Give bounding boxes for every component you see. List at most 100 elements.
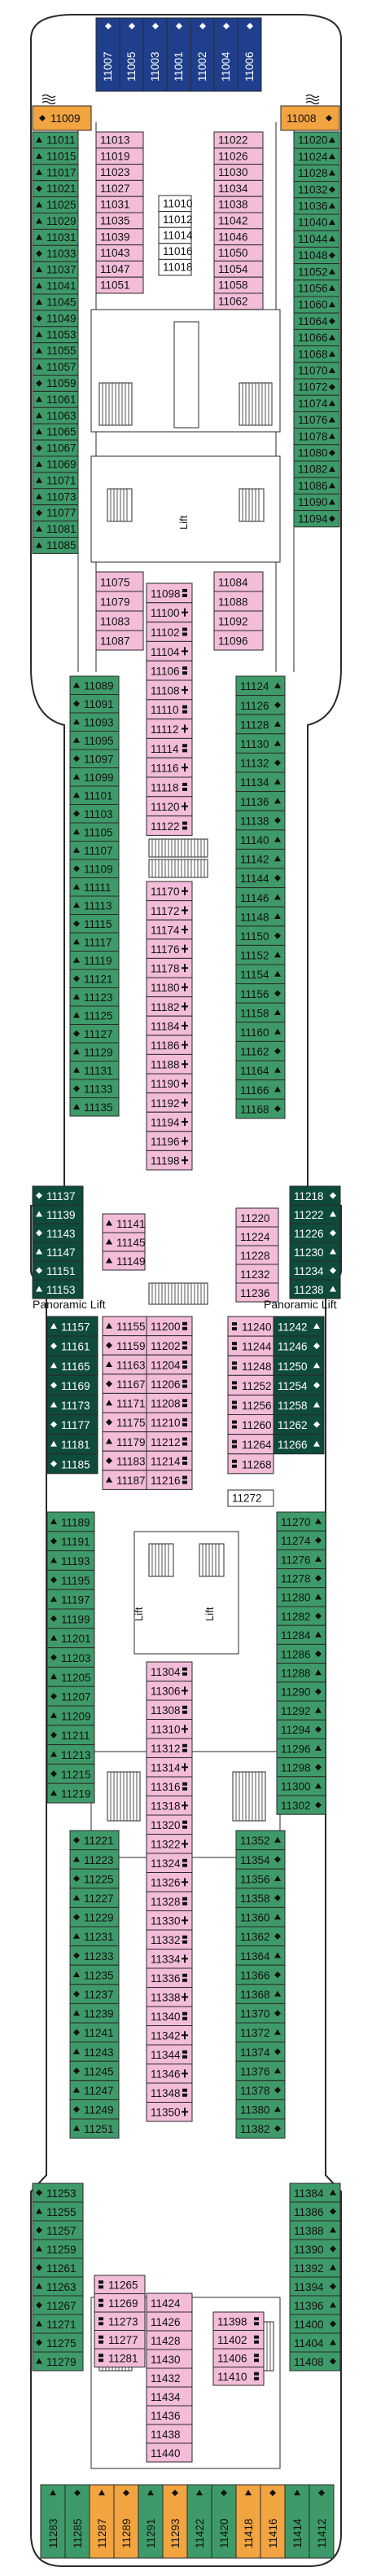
diamond-icon xyxy=(50,1382,57,1389)
cabin-11007[interactable] xyxy=(95,17,120,92)
cabin-number: 11218 xyxy=(294,1190,324,1202)
cabin-11418[interactable] xyxy=(235,2484,261,2559)
cabin-11293[interactable] xyxy=(162,2484,188,2559)
cabin-11002[interactable] xyxy=(190,17,215,92)
cabin-number: 11216 xyxy=(151,1475,181,1487)
cabin-11096[interactable] xyxy=(213,630,264,651)
cabin-number: 11068 xyxy=(298,348,328,360)
triangle-icon xyxy=(315,1707,322,1713)
cabin-11122[interactable] xyxy=(146,815,193,836)
cabin-11018[interactable] xyxy=(158,258,192,276)
cabin-number: 11184 xyxy=(151,1020,180,1032)
cabin-number: 11149 xyxy=(116,1255,146,1268)
cabin-11216[interactable] xyxy=(146,1470,193,1490)
cabin-11412[interactable] xyxy=(309,2484,335,2559)
diamond-icon xyxy=(73,755,80,763)
cabin-11157[interactable] xyxy=(46,1316,98,1337)
cabin-number: 11143 xyxy=(46,1228,76,1240)
cabin-11422[interactable] xyxy=(186,2484,212,2559)
cabin-number: 11032 xyxy=(298,183,328,196)
cabin-11279[interactable] xyxy=(32,2351,84,2372)
cabin-11075[interactable] xyxy=(95,571,144,592)
cabin-number: 11360 xyxy=(240,1912,270,1924)
cabin-11272[interactable] xyxy=(227,1489,274,1507)
cabin-11094[interactable] xyxy=(293,510,340,528)
cabin-number: 11021 xyxy=(46,182,77,195)
cabin-11410[interactable] xyxy=(212,2367,265,2386)
triangle-icon xyxy=(73,939,80,945)
cabin-number: 11229 xyxy=(84,1912,114,1924)
cabin-number: 11071 xyxy=(46,474,77,486)
triangle-icon xyxy=(36,412,42,419)
cabin-number: 11118 xyxy=(151,781,179,793)
cabin-11004[interactable] xyxy=(213,17,239,92)
diamond-icon xyxy=(176,23,182,29)
cabin-11083[interactable] xyxy=(95,610,144,631)
triangle-icon xyxy=(50,1596,57,1602)
cabin-11238[interactable] xyxy=(289,1279,341,1299)
cabin-11256[interactable] xyxy=(227,1394,274,1416)
cabin-11165[interactable] xyxy=(46,1355,98,1376)
triangle-icon xyxy=(36,1211,42,1217)
cabin-number: 11191 xyxy=(61,1536,90,1548)
cabin-11408[interactable] xyxy=(289,2351,341,2372)
cabin-11008[interactable] xyxy=(280,105,340,131)
cabin-11262[interactable] xyxy=(273,1414,325,1435)
cabin-11153[interactable] xyxy=(32,1279,84,1299)
triangle-icon xyxy=(313,1362,320,1369)
cabin-11005[interactable] xyxy=(119,17,144,92)
cabin-11416[interactable] xyxy=(260,2484,286,2559)
cabin-11001[interactable] xyxy=(166,17,191,92)
cabin-11420[interactable] xyxy=(211,2484,237,2559)
cabin-11291[interactable] xyxy=(138,2484,164,2559)
cabin-number: 11121 xyxy=(84,973,113,985)
cabin-11287[interactable] xyxy=(89,2484,115,2559)
cabin-11236[interactable] xyxy=(235,1282,279,1303)
cabin-11006[interactable] xyxy=(237,17,262,92)
cabin-number: 11206 xyxy=(151,1378,181,1391)
cabin-11168[interactable] xyxy=(235,1098,286,1119)
cabin-11302[interactable] xyxy=(276,1795,326,1815)
cabin-11062[interactable] xyxy=(213,292,264,310)
diamond-icon xyxy=(274,1894,281,1901)
cabin-11440[interactable] xyxy=(146,2442,193,2463)
cabin-11181[interactable] xyxy=(46,1434,98,1455)
cabin-11135[interactable] xyxy=(69,1097,120,1117)
cabin-11219[interactable] xyxy=(46,1783,95,1804)
cabin-11084[interactable] xyxy=(213,571,264,592)
cabin-11244[interactable] xyxy=(227,1335,274,1356)
cabin-11382[interactable] xyxy=(235,2118,286,2139)
bed-icon xyxy=(182,782,187,791)
cabin-11003[interactable] xyxy=(142,17,168,92)
cabin-11251[interactable] xyxy=(69,2118,120,2139)
cabin-number: 11312 xyxy=(151,1743,181,1755)
cabin-number: 11370 xyxy=(240,2008,270,2020)
connecting-icon xyxy=(182,1993,188,2002)
connecting-icon xyxy=(182,1040,188,1049)
cabin-11173[interactable] xyxy=(46,1394,98,1416)
cabin-11414[interactable] xyxy=(284,2484,310,2559)
cabin-11079[interactable] xyxy=(95,591,144,612)
cabin-11087[interactable] xyxy=(95,630,144,651)
cabin-11268[interactable] xyxy=(227,1453,274,1475)
cabin-number: 11215 xyxy=(61,1769,91,1781)
lift-label: Lift xyxy=(177,515,190,530)
cabin-number: 11063 xyxy=(46,410,77,422)
cabin-11149[interactable] xyxy=(102,1251,146,1271)
cabin-11085[interactable] xyxy=(32,537,79,554)
cabin-number: 11283 xyxy=(47,2518,59,2548)
cabin-11281[interactable] xyxy=(94,2348,146,2367)
cabin-11092[interactable] xyxy=(213,610,264,631)
cabin-11264[interactable] xyxy=(227,1434,274,1455)
cabin-number: 11251 xyxy=(84,2123,114,2135)
cabin-11088[interactable] xyxy=(213,591,264,612)
cabin-number: 11008 xyxy=(287,112,317,125)
cabin-number: 11160 xyxy=(240,1026,269,1039)
cabin-11198[interactable] xyxy=(146,1150,193,1171)
cabin-11350[interactable] xyxy=(146,2102,193,2122)
cabin-11051[interactable] xyxy=(95,276,144,294)
cabin-11266[interactable] xyxy=(273,1434,325,1455)
cabin-number: 11231 xyxy=(84,1931,114,1943)
connecting-icon xyxy=(182,647,188,656)
cabin-11283[interactable] xyxy=(40,2484,66,2559)
